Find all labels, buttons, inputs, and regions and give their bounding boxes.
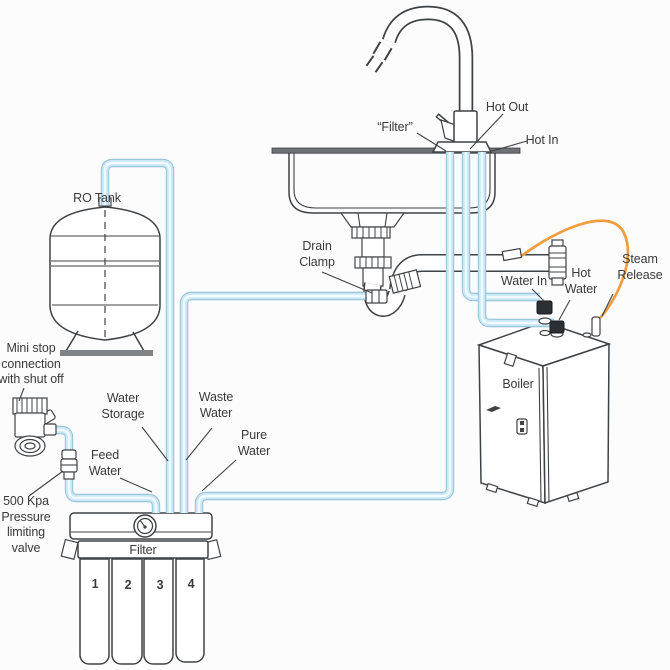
label-waste-water: Waste Water bbox=[198, 390, 234, 420]
drain-assembly bbox=[339, 212, 567, 317]
label-feed-water: Feed Water bbox=[88, 448, 122, 478]
boiler-water-in-fitting bbox=[536, 300, 553, 315]
label-cartridge-4: 4 bbox=[187, 577, 195, 591]
label-hot-out: Hot Out bbox=[485, 100, 529, 114]
boiler-slot bbox=[516, 418, 528, 435]
label-ro-tank: RO Tank bbox=[73, 191, 121, 205]
boiler-hot-water-fitting bbox=[549, 320, 565, 334]
filter-label-bar bbox=[77, 540, 209, 559]
label-pure-water: Pure Water bbox=[237, 428, 271, 458]
label-hot-water: Hot Water bbox=[564, 266, 598, 296]
filter-cartridge-3 bbox=[143, 558, 174, 665]
tube-pure-water bbox=[199, 152, 450, 513]
ro-tank bbox=[49, 197, 161, 356]
mini-stop-valve bbox=[12, 397, 57, 457]
label-steam-release: Steam Release bbox=[617, 252, 663, 282]
filter-cartridge-1 bbox=[79, 558, 110, 665]
label-faucet-filter: “Filter” bbox=[377, 120, 413, 134]
faucet bbox=[365, 5, 493, 153]
label-mini-stop: Mini stop connection with shut off bbox=[0, 341, 64, 386]
leader-lines bbox=[18, 113, 614, 497]
label-pressure-valve: 500 Kpa Pressure limiting valve bbox=[1, 494, 51, 555]
label-drain-clamp: Drain Clamp bbox=[299, 239, 335, 269]
faucet-handle bbox=[435, 113, 457, 143]
boiler-latch bbox=[486, 406, 501, 412]
steam-release-tube bbox=[518, 219, 630, 319]
filter-cartridge-2 bbox=[111, 558, 143, 665]
boiler bbox=[476, 321, 612, 508]
label-cartridge-1: 1 bbox=[91, 577, 99, 591]
label-cartridge-2: 2 bbox=[124, 578, 132, 592]
pressure-limiting-valve bbox=[60, 449, 78, 480]
filter-cartridge-4 bbox=[175, 558, 205, 663]
faucet-base bbox=[431, 141, 493, 153]
tank-base bbox=[60, 350, 153, 356]
trap-nut bbox=[388, 269, 422, 294]
label-boiler: Boiler bbox=[502, 377, 534, 391]
label-hot-in: Hot In bbox=[525, 133, 559, 147]
drain-union bbox=[548, 239, 567, 286]
label-filter-unit: Filter bbox=[129, 543, 157, 557]
pressure-gauge bbox=[133, 514, 157, 538]
label-water-in: Water In bbox=[501, 274, 547, 288]
steam-nozzle bbox=[501, 247, 523, 262]
filter-unit bbox=[60, 512, 222, 665]
steam-release-valve bbox=[591, 316, 601, 337]
label-water-storage: Water Storage bbox=[101, 391, 145, 421]
label-cartridge-3: 3 bbox=[156, 578, 164, 592]
